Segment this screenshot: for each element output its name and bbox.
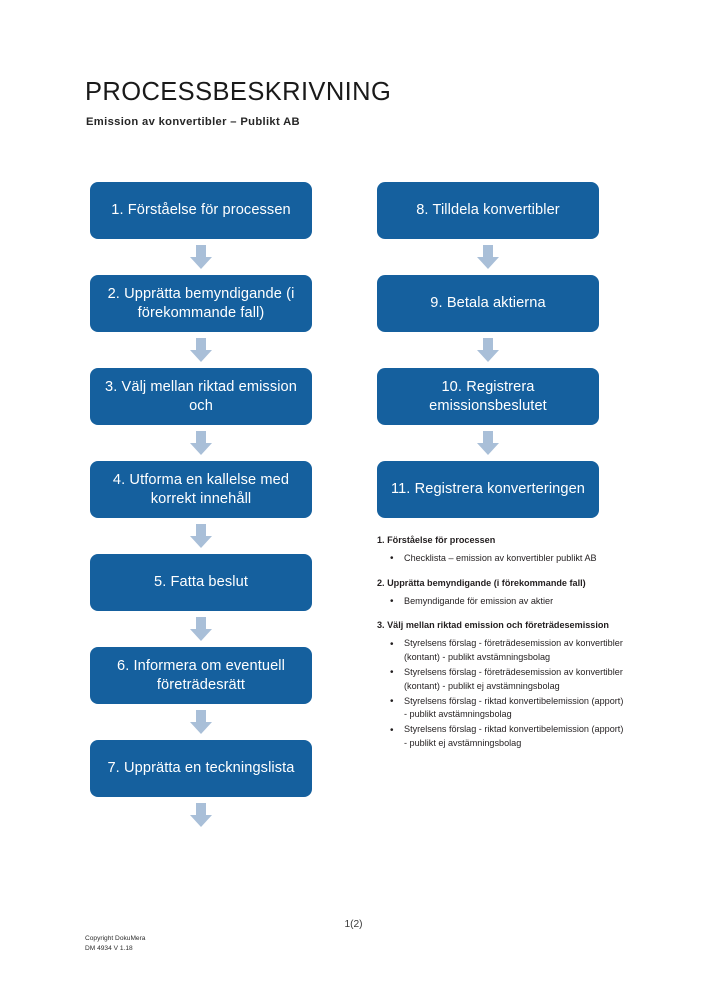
detail-section-1: 1. Förståelse för processen Checklista –…	[377, 534, 625, 566]
list-item: Styrelsens förslag - företrädesemission …	[377, 637, 625, 665]
detail-heading: 2. Upprätta bemyndigande (i förekommande…	[377, 577, 586, 588]
flow-step-11: 11. Registrera konverteringen	[377, 461, 599, 518]
detail-sections: 1. Förståelse för processen Checklista –…	[377, 534, 625, 752]
list-item: Checklista – emission av konvertibler pu…	[377, 551, 625, 566]
list-item: Bemyndigande för emission av aktier	[377, 594, 625, 609]
flowchart-left-column: 1. Förståelse för processen 2. Upprätta …	[90, 182, 312, 833]
flow-step-9: 9. Betala aktierna	[377, 275, 599, 332]
flow-step-1: 1. Förståelse för processen	[90, 182, 312, 239]
copyright-text: Copyright DokuMera	[85, 935, 146, 942]
flow-step-7: 7. Upprätta en teckningslista	[90, 740, 312, 797]
arrow-down-icon	[475, 430, 501, 456]
page-title: PROCESSBESKRIVNING	[85, 78, 392, 106]
flow-step-5: 5. Fatta beslut	[90, 554, 312, 611]
detail-bullet-list: Styrelsens förslag - företrädesemission …	[377, 637, 625, 751]
list-item: Styrelsens förslag - företrädesemission …	[377, 665, 625, 694]
list-item: Styrelsens förslag - riktad konvertibele…	[377, 694, 625, 723]
arrow-down-icon	[188, 430, 214, 456]
detail-bullet-list: Checklista – emission av konvertibler pu…	[377, 551, 625, 566]
arrow-down-icon	[188, 244, 214, 270]
list-item: Styrelsens förslag - riktad konvertibele…	[377, 723, 625, 751]
detail-heading: 3. Välj mellan riktad emission och föret…	[377, 620, 609, 631]
arrow-down-icon	[475, 244, 501, 270]
flow-step-8: 8. Tilldela konvertibler	[377, 182, 599, 239]
flow-step-2: 2. Upprätta bemyndigande (i förekommande…	[90, 275, 312, 332]
flow-step-3: 3. Välj mellan riktad emission och	[90, 368, 312, 425]
flow-step-6: 6. Informera om eventuell företrädesrätt	[90, 647, 312, 704]
detail-section-3: 3. Välj mellan riktad emission och föret…	[377, 619, 625, 750]
page-subtitle: Emission av konvertibler – Publikt AB	[86, 116, 300, 129]
arrow-down-icon	[475, 337, 501, 363]
flow-step-10: 10. Registrera emissionsbeslutet	[377, 368, 599, 425]
document-id-text: DM 4934 V 1.18	[85, 944, 133, 952]
arrow-down-icon	[188, 337, 214, 363]
arrow-down-icon	[188, 616, 214, 642]
flowchart-right-column: 8. Tilldela konvertibler 9. Betala aktie…	[377, 182, 599, 518]
arrow-down-icon	[188, 523, 214, 549]
document-header: PROCESSBESKRIVNING Emission av konvertib…	[85, 78, 625, 128]
detail-bullet-list: Bemyndigande för emission av aktier	[377, 594, 625, 609]
arrow-down-icon	[188, 709, 214, 735]
footer-copyright: Copyright DokuMera DM 4934 V 1.18	[85, 934, 145, 954]
arrow-down-icon	[188, 802, 214, 828]
detail-heading: 1. Förståelse för processen	[377, 535, 496, 545]
detail-section-2: 2. Upprätta bemyndigande (i förekommande…	[377, 577, 625, 609]
page-number: 1(2)	[344, 919, 363, 930]
flow-step-4: 4. Utforma en kallelse med korrekt inneh…	[90, 461, 312, 518]
